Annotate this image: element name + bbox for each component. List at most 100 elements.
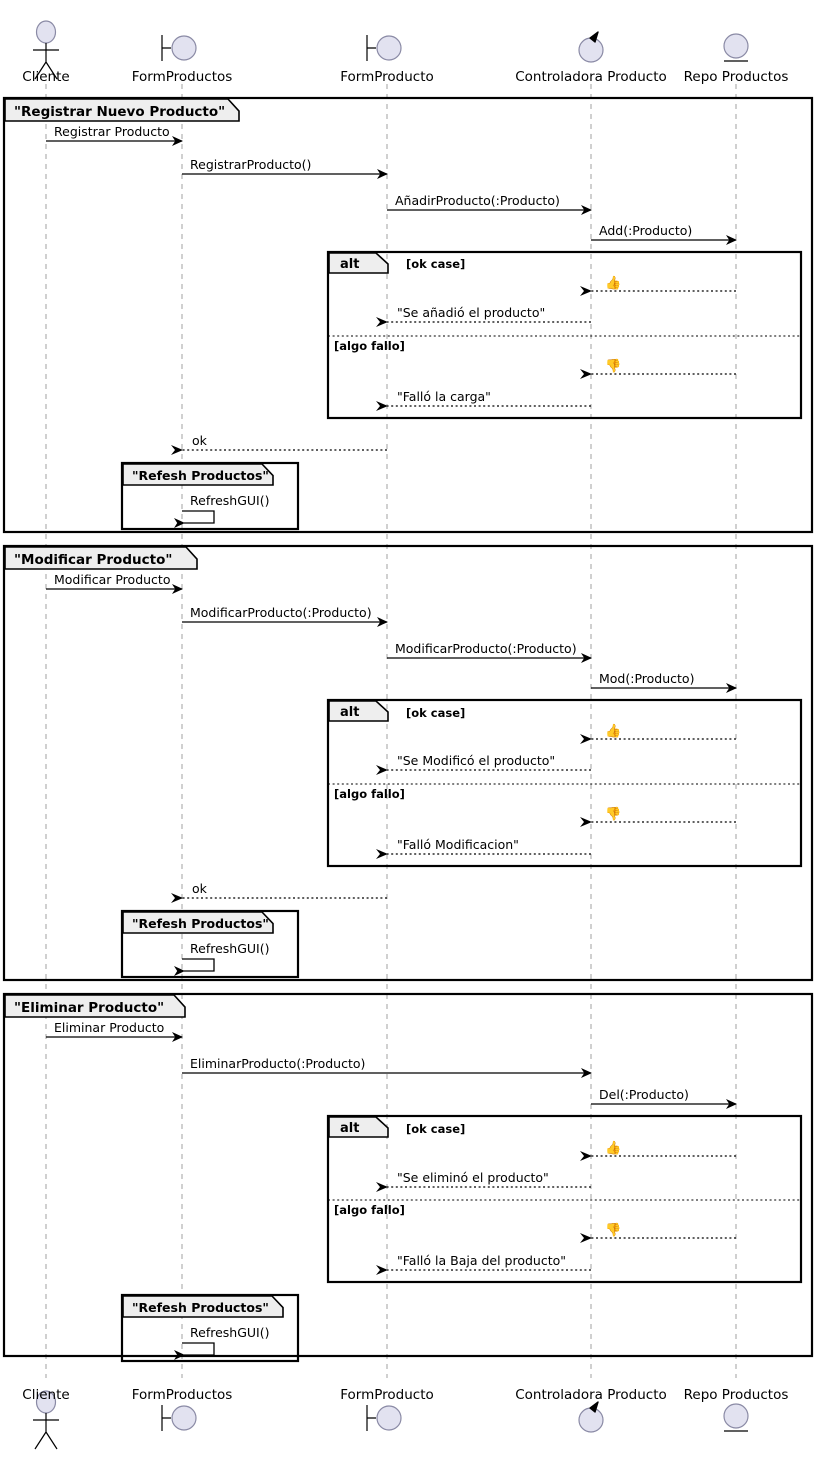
nested-frame-frame-registrar-box: [120, 461, 300, 531]
message-frame-registrar-2-label: AñadirProducto(:Producto): [395, 193, 560, 208]
participant-bottom-label-controladora: Controladora Producto: [515, 1387, 667, 1403]
after-alt-frame-modificar-0-label: ok: [192, 881, 208, 896]
control-arrow-icon: [589, 1401, 599, 1413]
self-call-frame-modificar-label: RefreshGUI(): [190, 941, 269, 956]
participant-repo: Repo Productos: [684, 1387, 789, 1432]
message-frame-registrar-3-label: Add(:Producto): [599, 223, 692, 238]
frame-frame-modificar-tab: [4, 546, 198, 570]
frame-frame-registrar-tab: [4, 98, 240, 122]
alt-frame-modificar-tab: [328, 700, 389, 722]
frame-frame-eliminar-title: "Eliminar Producto": [14, 1000, 164, 1016]
boundary-circle-icon: [376, 35, 402, 61]
message-frame-registrar-0-label: Registrar Producto: [54, 124, 170, 139]
boundary-circle-icon: [171, 35, 197, 61]
participant-footers: Cliente FormProductos FormProducto Controla…: [22, 1387, 789, 1450]
message-frame-modificar-2-label: ModificarProducto(:Producto): [395, 641, 577, 656]
control-arrow-icon: [589, 31, 599, 43]
alt-frame-modificar-keyword: alt: [340, 705, 359, 720]
alt-frame-registrar-keyword: alt: [340, 257, 359, 272]
alt-message-frame-modificar-1-0-label: 👎: [605, 806, 621, 822]
participant-repo: Repo Productos: [684, 33, 789, 85]
alt-message-frame-eliminar-0-0-label: 👍: [605, 1140, 621, 1156]
control-circle-icon: [578, 1407, 604, 1433]
participant-formproductos: FormProductos: [132, 1387, 233, 1431]
nested-frame-frame-eliminar-tab: [122, 1295, 284, 1318]
nested-frame-frame-registrar-title: "Refesh Productos": [132, 468, 269, 483]
alt-frame-eliminar-keyword: alt: [340, 1121, 359, 1136]
alt-frame-modificar-guard-1: [algo fallo]: [334, 787, 405, 801]
message-frame-eliminar-2-label: Del(:Producto): [599, 1087, 689, 1102]
actor-body-icon: [33, 1413, 59, 1450]
frame-frame-eliminar-tab: [4, 994, 186, 1018]
nested-frame-frame-modificar-tab: [122, 911, 274, 934]
alt-message-frame-registrar-1-0-label: 👎: [605, 358, 621, 374]
entity-circle-icon: [723, 33, 749, 59]
frame-frame-registrar-title: "Registrar Nuevo Producto": [14, 104, 225, 120]
alt-frame-modificar-guard-0: [ok case]: [406, 706, 465, 720]
alt-message-frame-eliminar-0-1-label: "Se eliminó el producto": [397, 1170, 549, 1185]
boundary-circle-icon: [171, 1405, 197, 1431]
participant-formproducto: FormProducto: [340, 35, 434, 85]
boundary-bar-icon: [366, 1405, 376, 1431]
self-call-frame-modificar-arrow: [174, 958, 215, 976]
participant-bottom-label-formproducto: FormProducto: [340, 1387, 434, 1403]
nested-frame-frame-modificar-title: "Refesh Productos": [132, 916, 269, 931]
participant-top-label-controladora: Controladora Producto: [515, 69, 667, 85]
participant-cliente: Cliente: [22, 20, 70, 85]
frame-frame-eliminar-box: [2, 992, 814, 1358]
nested-frame-frame-eliminar-box: [120, 1293, 300, 1363]
actor-body-icon: [33, 43, 59, 80]
alt-frame-registrar-guard-1: [algo fallo]: [334, 339, 405, 353]
frame-frame-registrar-box: [2, 96, 814, 534]
participant-formproducto: FormProducto: [340, 1387, 434, 1431]
alt-message-frame-modificar-1-1-label: "Falló Modificacion": [397, 837, 519, 852]
alt-frame-registrar-guard-0: [ok case]: [406, 257, 465, 271]
participant-top-label-formproductos: FormProductos: [132, 69, 233, 85]
participant-top-label-formproducto: FormProducto: [340, 69, 434, 85]
nested-frame-frame-modificar-box: [120, 909, 300, 979]
participant-top-label-repo: Repo Productos: [684, 69, 789, 85]
boundary-bar-icon: [161, 1405, 171, 1431]
participant-cliente: Cliente: [22, 1387, 70, 1450]
alt-message-frame-registrar-1-1-label: "Falló la carga": [397, 389, 491, 404]
frame-frame-modificar-box: [2, 544, 814, 982]
self-call-frame-registrar-arrow: [174, 510, 215, 528]
participant-bottom-label-formproductos: FormProductos: [132, 1387, 233, 1403]
self-call-frame-eliminar-label: RefreshGUI(): [190, 1325, 269, 1340]
alt-frame-modificar-box: [326, 698, 803, 868]
self-call-frame-registrar-label: RefreshGUI(): [190, 493, 269, 508]
frame-frame-modificar-title: "Modificar Producto": [14, 552, 172, 568]
participant-controladora: Controladora Producto: [515, 31, 667, 85]
alt-frame-registrar-box: [326, 250, 803, 420]
alt-message-frame-modificar-0-0-label: 👍: [605, 723, 621, 739]
alt-message-frame-modificar-0-1-label: "Se Modificó el producto": [397, 753, 555, 768]
alt-frame-eliminar-guard-1: [algo fallo]: [334, 1203, 405, 1217]
self-call-frame-eliminar-arrow: [174, 1342, 215, 1360]
participant-bottom-label-cliente: Cliente: [22, 1387, 69, 1403]
message-frame-eliminar-0-label: Eliminar Producto: [54, 1020, 164, 1035]
participant-top-label-cliente: Cliente: [22, 69, 69, 85]
alt-frame-eliminar-box: [326, 1114, 803, 1284]
after-alt-frame-registrar-0-label: ok: [192, 433, 208, 448]
control-circle-icon: [578, 37, 604, 63]
boundary-bar-icon: [161, 35, 171, 61]
alt-message-frame-eliminar-1-0-label: 👎: [605, 1222, 621, 1238]
alt-message-frame-registrar-0-1-label: "Se añadió el producto": [397, 305, 545, 320]
alt-frame-registrar-tab: [328, 252, 389, 274]
participant-headers: Cliente FormProductos FormProducto Controla…: [22, 20, 789, 85]
message-frame-registrar-1-label: RegistrarProducto(): [190, 157, 311, 172]
lifelines-group: [45, 84, 737, 1378]
message-frame-modificar-0-label: Modificar Producto: [54, 572, 170, 587]
diagram-body: "Registrar Nuevo Producto" Registrar Prod…: [2, 96, 814, 1363]
alt-message-frame-registrar-0-0-label: 👍: [605, 275, 621, 291]
alt-frame-eliminar-guard-0: [ok case]: [406, 1122, 465, 1136]
actor-head-icon: [35, 20, 57, 44]
boundary-bar-icon: [366, 35, 376, 61]
nested-frame-frame-registrar-tab: [122, 463, 274, 486]
message-frame-eliminar-1-label: EliminarProducto(:Producto): [190, 1056, 365, 1071]
alt-frame-eliminar-tab: [328, 1116, 389, 1138]
participant-bottom-label-repo: Repo Productos: [684, 1387, 789, 1403]
message-frame-modificar-1-label: ModificarProducto(:Producto): [190, 605, 372, 620]
participant-formproductos: FormProductos: [132, 35, 233, 85]
